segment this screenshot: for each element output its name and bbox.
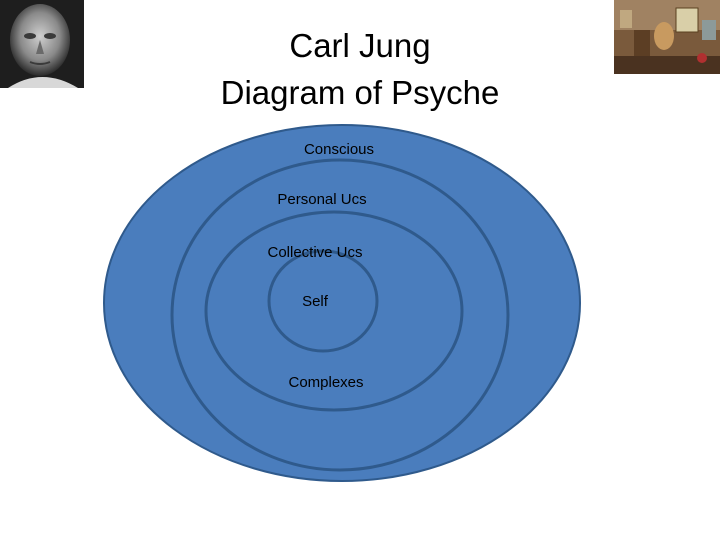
portrait-photo: [0, 0, 84, 88]
room-photo: [614, 0, 720, 74]
self-label: Self: [302, 293, 329, 310]
conscious-label: Conscious: [304, 141, 374, 158]
page-title: Carl Jung Diagram of Psyche: [160, 22, 560, 116]
self-ellipse: [267, 249, 379, 353]
title-line-1: Carl Jung: [289, 27, 431, 64]
collective-ucs-label: Collective Ucs: [267, 244, 362, 261]
personal-ucs-label: Personal Ucs: [277, 191, 366, 208]
title-line-2: Diagram of Psyche: [220, 74, 500, 111]
complexes-label: Complexes: [288, 374, 363, 391]
